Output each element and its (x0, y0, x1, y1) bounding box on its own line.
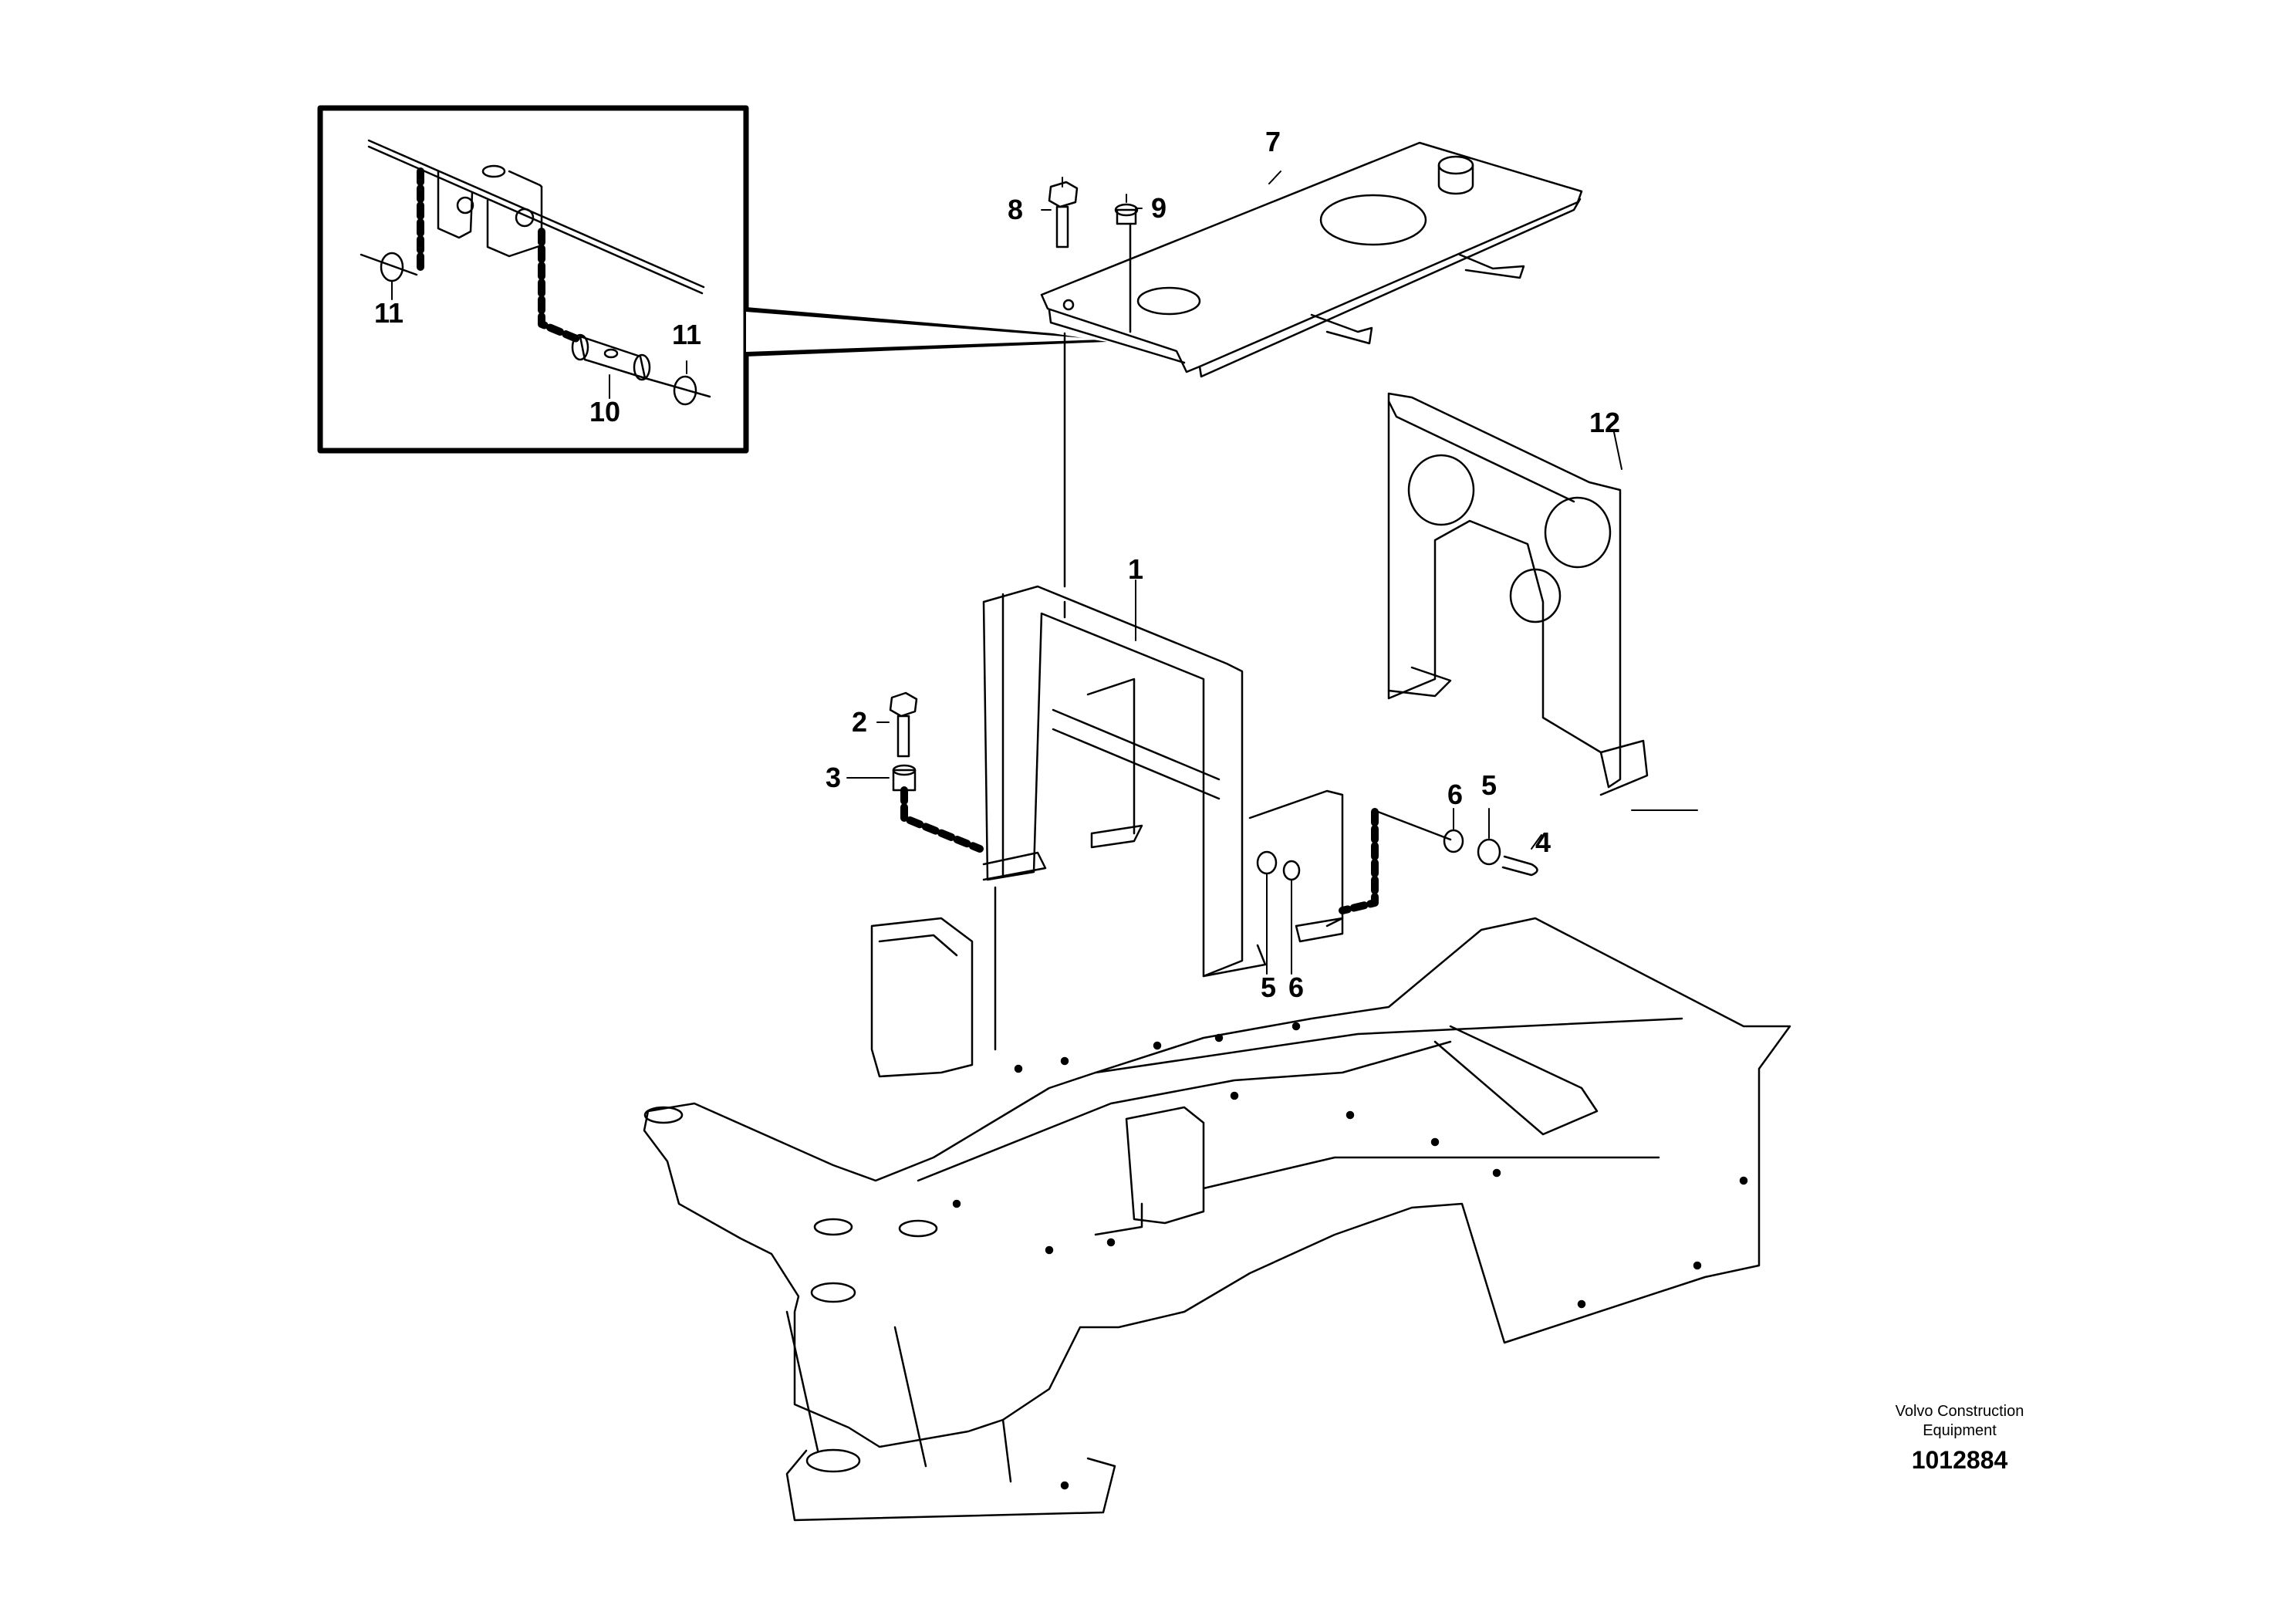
callout-3: 3 (825, 762, 842, 793)
chassis-frame-part (643, 917, 1791, 1522)
callout-5-left: 5 (1260, 972, 1277, 1003)
callout-leaders (846, 171, 1622, 779)
callout-9: 9 (1150, 192, 1167, 224)
callout-11-left: 11 (373, 297, 404, 329)
callout-4: 4 (1535, 826, 1551, 858)
callout-11-right: 11 (671, 319, 702, 350)
top-plate-part (1040, 141, 1583, 588)
brand-name-line1: Volvo Construction (1895, 1403, 2024, 1420)
frame-stand-part (982, 585, 1344, 978)
bolt-and-nut-top (1048, 177, 1139, 248)
detail-inset (317, 105, 1107, 454)
callout-2: 2 (851, 706, 868, 738)
callout-6-right: 6 (1447, 779, 1464, 810)
bolt-and-spacer-left (889, 691, 997, 1051)
callout-12: 12 (1589, 407, 1621, 438)
rear-panel-part (1387, 392, 1698, 811)
drawing-number: 1012884 (1911, 1446, 2008, 1474)
callout-7: 7 (1264, 126, 1281, 157)
washers-and-pin-right (1256, 808, 1542, 975)
callout-1: 1 (1127, 553, 1144, 585)
callout-10: 10 (589, 396, 621, 427)
callout-5-right: 5 (1481, 769, 1497, 801)
callout-8: 8 (1007, 194, 1024, 225)
callout-6-left: 6 (1288, 972, 1305, 1003)
brand-name-line2: Equipment (1923, 1422, 1997, 1439)
